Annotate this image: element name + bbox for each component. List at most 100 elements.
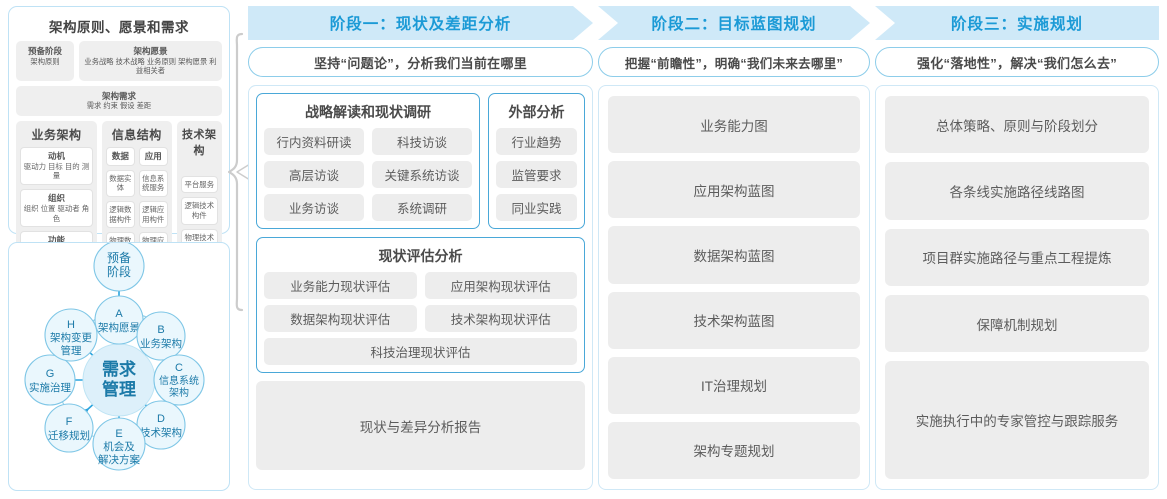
svg-text:技术架构: 技术架构: [140, 426, 182, 439]
phase2-item-4[interactable]: IT治理规划: [608, 356, 860, 414]
togaf-prep-title: 预备阶段: [27, 46, 62, 56]
togaf-prep-sub: 架构原则: [30, 56, 60, 66]
svg-text:架构变更: 架构变更: [50, 331, 92, 344]
strategy-survey-title: 战略解读和现状调研: [305, 104, 431, 120]
togaf-technology-head: 技术架构: [182, 128, 217, 157]
survey-item-1[interactable]: 科技访谈: [372, 128, 472, 155]
phase-1-column: 阶段一：现状及差距分析 坚持“问题论”，分析我们当前在哪里 战略解读和现状调研 …: [248, 6, 593, 490]
assessment-row-1: 业务能力现状评估 应用架构现状评估: [264, 272, 577, 299]
togaf-organization-title: 组织: [47, 193, 65, 203]
external-analysis-title: 外部分析: [508, 104, 565, 120]
phase-1-top-row: 战略解读和现状调研 行内资料研读 科技访谈 高层访谈 关键系统访谈 业务访谈 系…: [256, 93, 585, 229]
togaf-req-title: 架构需求: [101, 90, 136, 101]
svg-text:D: D: [157, 413, 165, 425]
external-item-0[interactable]: 行业趋势: [496, 128, 577, 155]
external-item-1[interactable]: 监管要求: [496, 161, 577, 188]
togaf-application-header-box: 应用: [138, 146, 168, 166]
svg-text:C: C: [175, 362, 183, 374]
phase-3-banner-shape: [875, 6, 1159, 40]
phase-1-body: 战略解读和现状调研 行内资料研读 科技访谈 高层访谈 关键系统访谈 业务访谈 系…: [248, 85, 593, 490]
phase3-item-0[interactable]: 总体策略、原则与阶段划分: [885, 96, 1149, 154]
svg-text:G: G: [46, 368, 55, 380]
assessment-item-3[interactable]: 技术架构现状评估: [424, 305, 577, 332]
togaf-framework-panel: 架构原则、愿景和需求 预备阶段 架构原则 架构愿景 业务战略 技术战略 业务原则…: [8, 6, 230, 308]
svg-text:机会及: 机会及: [103, 440, 135, 453]
togaf-logical-tech: 逻辑技术构件: [184, 201, 215, 220]
assessment-title: 现状评估分析: [378, 248, 463, 264]
phase-3-column: 阶段三：实施规划 强化“落地性”，解决“我们怎么去” 总体策略、原则与阶段划分 …: [875, 6, 1159, 490]
current-state-assessment-box: 现状评估分析 业务能力现状评估 应用架构现状评估 数据架构现状评估 技术架构现状…: [256, 237, 585, 373]
togaf-business-head: 业务架构: [31, 127, 82, 142]
togaf-requirements-box: 架构需求 需求 约束 假设 差距: [16, 85, 222, 116]
assessment-item-full[interactable]: 科技治理现状评估: [264, 338, 577, 365]
survey-item-0[interactable]: 行内资料研读: [264, 128, 364, 155]
togaf-prep-phase-box: 预备阶段 架构原则: [16, 41, 74, 81]
svg-text:解决方案: 解决方案: [98, 453, 140, 466]
svg-text:架构: 架构: [169, 386, 189, 399]
togaf-organization-sub: 组织 位置 驱动者 角色: [23, 204, 90, 223]
togaf-platform-service-box: 平台服务: [180, 175, 218, 194]
phase-2-column: 阶段二：目标蓝图规划 把握“前瞻性”，明确“我们未来去哪里” 业务能力图 应用架…: [598, 6, 870, 490]
togaf-logical-data: 逻辑数据构件: [109, 205, 132, 224]
togaf-function-title: 功能: [47, 235, 65, 246]
assessment-row-2: 数据架构现状评估 技术架构现状评估: [264, 305, 577, 332]
survey-item-4[interactable]: 业务访谈: [264, 194, 364, 221]
svg-text:阶段: 阶段: [107, 264, 131, 279]
adm-cycle-svg: 需求 管理 预备 阶段 A 架构愿景 B 业务架构 C 信息系统 架构: [24, 243, 205, 471]
survey-row-1: 行内资料研读 科技访谈: [264, 128, 472, 155]
svg-text:F: F: [66, 416, 73, 428]
phase3-item-1[interactable]: 各条线实施路径线路图: [885, 162, 1149, 220]
phase2-item-5[interactable]: 架构专题规划: [608, 421, 860, 480]
phase3-item-2[interactable]: 项目群实施路径与重点工程提炼: [885, 228, 1149, 287]
left-column: 架构原则、愿景和需求 预备阶段 架构原则 架构愿景 业务战略 技术战略 业务原则…: [8, 6, 230, 493]
survey-item-5[interactable]: 系统调研: [372, 194, 472, 221]
togaf-data-header-box: 数据: [105, 146, 135, 166]
assessment-row-3: 科技治理现状评估: [264, 338, 577, 365]
phase-1-banner[interactable]: 阶段一：现状及差距分析: [248, 6, 593, 40]
svg-text:架构愿景: 架构愿景: [98, 321, 140, 334]
phase-2-banner-label: 阶段二：目标蓝图规划: [651, 16, 817, 33]
strategy-survey-box: 战略解读和现状调研 行内资料研读 科技访谈 高层访谈 关键系统访谈 业务访谈 系…: [256, 93, 480, 229]
phase-2-body: 业务能力图 应用架构蓝图 数据架构蓝图 技术架构蓝图 IT治理规划 架构专题规划: [598, 85, 870, 490]
phase2-item-2[interactable]: 数据架构蓝图: [608, 226, 860, 284]
assessment-item-0[interactable]: 业务能力现状评估: [264, 272, 417, 299]
phase-1-banner-shape: [248, 6, 593, 40]
phase3-item-tall[interactable]: 实施执行中的专家管控与跟踪服务: [885, 361, 1149, 480]
togaf-adm-cycle-panel: 需求 管理 预备 阶段 A 架构愿景 B 业务架构 C 信息系统 架构: [8, 242, 230, 491]
togaf-motivation-box: 动机 驱动力 目标 目的 测量: [20, 146, 93, 185]
assessment-item-1[interactable]: 应用架构现状评估: [424, 272, 577, 299]
togaf-data-entity-box: 数据实体: [105, 169, 135, 197]
togaf-platform-service: 平台服务: [184, 179, 215, 189]
phase2-item-0[interactable]: 业务能力图: [608, 96, 860, 154]
togaf-motivation-sub: 驱动力 目标 目的 测量: [23, 161, 90, 181]
togaf-vision-sub: 业务战略 技术战略 业务原则 架构愿景 利益相关者: [84, 56, 217, 76]
gap-analysis-report-tile[interactable]: 现状与差异分析报告: [256, 381, 585, 470]
togaf-top-row: 预备阶段 架构原则 架构愿景 业务战略 技术战略 业务原则 架构愿景 利益相关者: [16, 41, 222, 81]
svg-text:E: E: [115, 428, 122, 440]
external-item-2[interactable]: 同业实践: [496, 194, 577, 221]
svg-text:H: H: [67, 319, 75, 331]
svg-text:实施治理: 实施治理: [29, 381, 71, 394]
assessment-item-2[interactable]: 数据架构现状评估: [264, 305, 417, 332]
togaf-panel-title: 架构原则、愿景和需求: [49, 20, 189, 35]
phase2-item-3[interactable]: 技术架构蓝图: [608, 291, 860, 349]
phase-1-subtitle: 坚持“问题论”，分析我们当前在哪里: [248, 47, 593, 77]
togaf-is-service: 信息系统服务: [142, 173, 165, 193]
togaf-logical-tech-box: 逻辑技术构件: [180, 197, 218, 225]
svg-text:信息系统: 信息系统: [159, 374, 199, 387]
survey-item-2[interactable]: 高层访谈: [264, 161, 364, 188]
phase-3-banner[interactable]: 阶段三：实施规划: [875, 6, 1159, 40]
phase-2-banner[interactable]: 阶段二：目标蓝图规划: [598, 6, 870, 40]
svg-text:管理: 管理: [61, 344, 82, 357]
togaf-vision-title: 架构愿景: [133, 46, 168, 56]
phase3-item-3[interactable]: 保障机制规划: [885, 295, 1149, 353]
phase2-item-1[interactable]: 应用架构蓝图: [608, 161, 860, 219]
survey-item-3[interactable]: 关键系统访谈: [372, 161, 472, 188]
togaf-application-title: 应用: [144, 150, 162, 161]
svg-text:业务架构: 业务架构: [140, 337, 182, 350]
phase-2-subtitle: 把握“前瞻性”，明确“我们未来去哪里”: [598, 47, 870, 77]
svg-text:迁移规划: 迁移规划: [48, 429, 90, 442]
phase-2-banner-shape: [598, 6, 870, 40]
svg-text:预备: 预备: [107, 251, 131, 265]
